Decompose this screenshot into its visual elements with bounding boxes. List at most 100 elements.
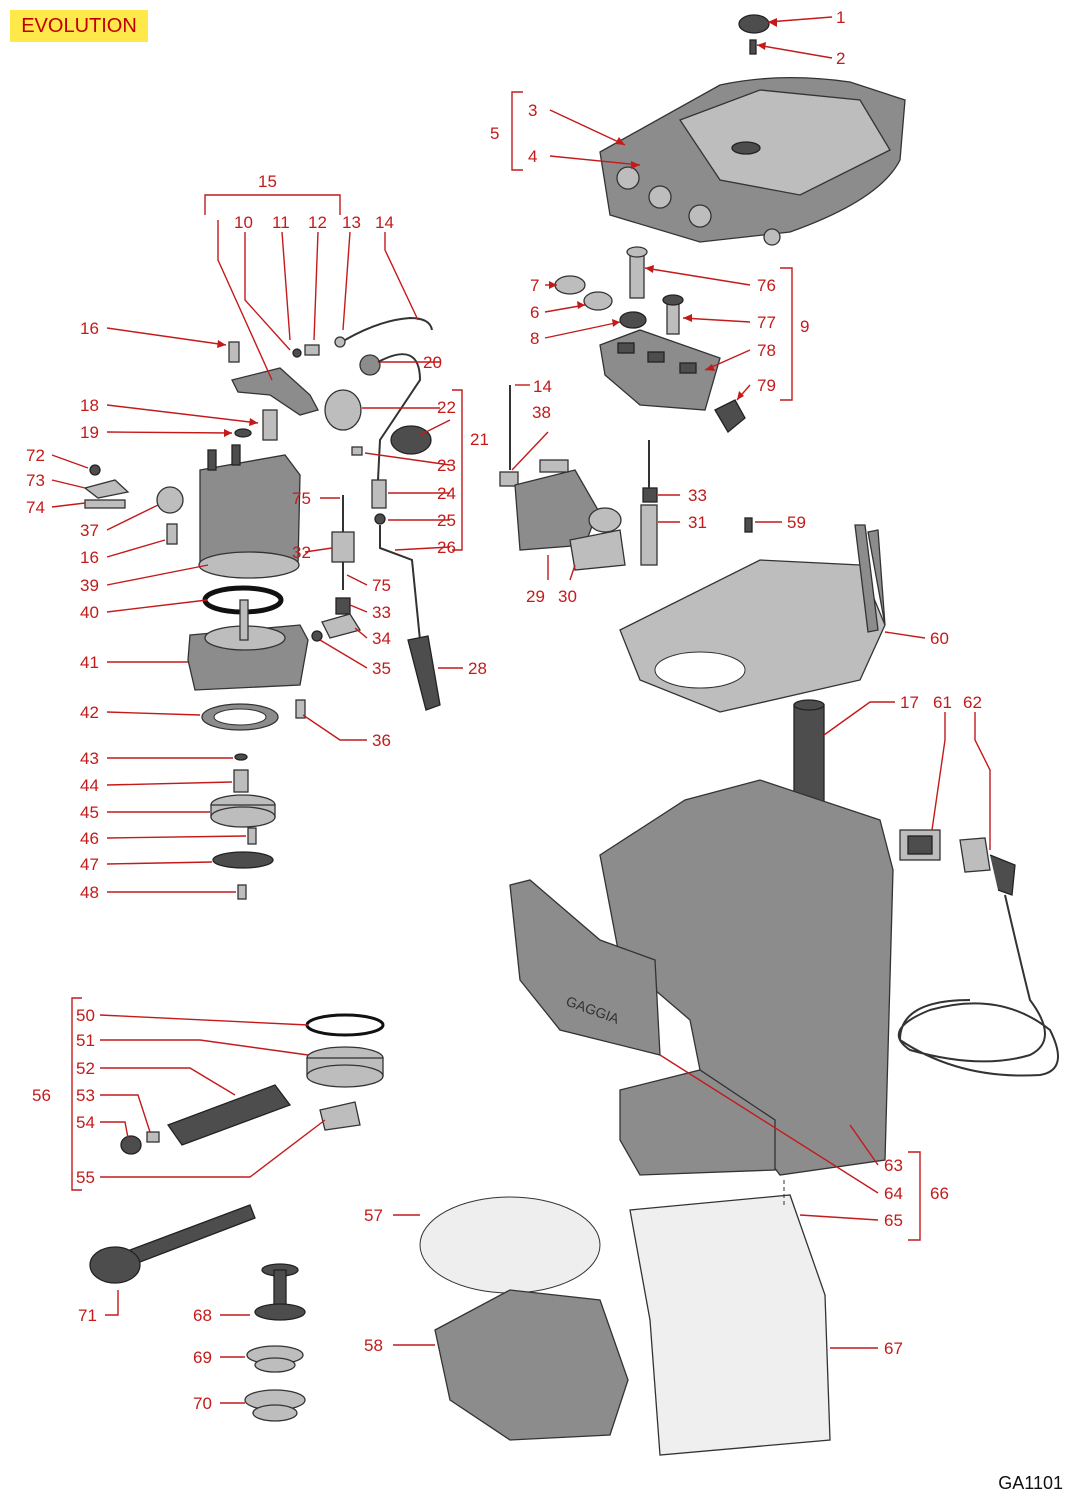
label-10: 10 <box>234 213 253 232</box>
label-61: 61 <box>933 693 952 712</box>
part-42-seal <box>201 703 279 731</box>
label-75b: 75 <box>372 576 391 595</box>
part-74-sensor <box>84 499 126 509</box>
label-67: 67 <box>884 1339 903 1358</box>
label-69: 69 <box>193 1348 212 1367</box>
part-8-button <box>619 311 647 329</box>
label-36: 36 <box>372 731 391 750</box>
label-74: 74 <box>26 498 45 517</box>
part-44-screw <box>233 769 249 793</box>
leader-lines <box>51 16 991 1404</box>
diagram-code: GA1101 <box>998 1473 1063 1493</box>
label-23: 23 <box>437 456 456 475</box>
label-31: 31 <box>688 513 707 532</box>
label-58: 58 <box>364 1336 383 1355</box>
label-9: 9 <box>800 317 809 336</box>
label-11: 11 <box>272 213 290 232</box>
part-6-button <box>583 291 613 311</box>
part-labels: 1 2 3 4 5 6 7 8 9 10 11 12 13 14 14 15 1… <box>26 8 982 1413</box>
label-38: 38 <box>532 403 551 422</box>
label-72: 72 <box>26 446 45 465</box>
label-15: 15 <box>258 172 277 191</box>
part-36-screw <box>295 699 306 719</box>
label-51: 51 <box>76 1031 95 1050</box>
label-54: 54 <box>76 1113 95 1132</box>
part-47-shower <box>212 851 274 869</box>
part-3-top-cover <box>599 77 906 246</box>
label-52: 52 <box>76 1059 95 1078</box>
label-55: 55 <box>76 1168 95 1187</box>
label-5: 5 <box>490 124 499 143</box>
part-7-button <box>554 275 586 295</box>
label-17: 17 <box>900 693 919 712</box>
part-55-spout <box>319 1101 361 1131</box>
label-14b: 14 <box>533 377 552 396</box>
label-12: 12 <box>308 213 327 232</box>
label-76: 76 <box>757 276 776 295</box>
part-28-frothing-nozzle <box>407 635 441 711</box>
label-47: 47 <box>80 855 99 874</box>
label-32: 32 <box>292 543 311 562</box>
label-26: 26 <box>437 538 456 557</box>
part-51-filter-holder <box>306 1046 384 1088</box>
bracket-56 <box>71 997 82 1191</box>
label-37: 37 <box>80 521 99 540</box>
label-33: 33 <box>372 603 391 622</box>
part-37-thermostat <box>156 486 184 514</box>
part-30-bracket <box>569 529 626 571</box>
label-8: 8 <box>530 329 539 348</box>
label-68: 68 <box>193 1306 212 1325</box>
part-57-drip-grid <box>419 1196 601 1294</box>
part-73-clip <box>83 479 130 499</box>
part-20-knob <box>324 389 362 431</box>
part-70-filter <box>244 1389 306 1422</box>
label-43: 43 <box>80 749 99 768</box>
part-18-fitting <box>262 409 278 441</box>
part-63-housing <box>599 779 894 1176</box>
label-60: 60 <box>930 629 949 648</box>
part-19-oring <box>234 428 252 438</box>
part-35-oring <box>311 630 323 642</box>
bracket-66 <box>908 1151 921 1241</box>
part-76-push-rod <box>626 246 648 299</box>
label-7: 7 <box>530 276 539 295</box>
part-11-12-fittings <box>292 336 346 358</box>
label-77: 77 <box>757 313 776 332</box>
label-41: 41 <box>80 653 99 672</box>
part-38-fitting <box>499 471 519 487</box>
label-22: 22 <box>437 398 456 417</box>
part-45-holder <box>210 794 276 828</box>
label-13: 13 <box>342 213 361 232</box>
part-61-switch <box>899 829 941 861</box>
label-4: 4 <box>528 147 537 166</box>
label-62: 62 <box>963 693 982 712</box>
label-2: 2 <box>836 49 845 68</box>
part-33b-fitting <box>642 487 658 503</box>
label-1: 1 <box>836 8 845 27</box>
part-16-screw <box>228 341 240 363</box>
part-64-door <box>509 879 661 1056</box>
part-41-group-head <box>187 599 309 691</box>
label-6: 6 <box>530 303 539 322</box>
part-14-steam-tube <box>344 316 433 341</box>
label-63: 63 <box>884 1156 903 1175</box>
bracket-5 <box>511 91 523 171</box>
label-64: 64 <box>884 1184 903 1203</box>
label-35: 35 <box>372 659 391 678</box>
part-77-push-rod <box>662 294 684 335</box>
bracket-15 <box>204 194 341 215</box>
label-71: 71 <box>78 1306 97 1325</box>
label-65: 65 <box>884 1211 903 1230</box>
part-67-tank <box>629 1194 831 1456</box>
label-66: 66 <box>930 1184 949 1203</box>
part-33-fitting <box>335 597 351 615</box>
part-2-screw <box>749 39 757 55</box>
label-25: 25 <box>437 511 456 530</box>
label-73: 73 <box>26 471 45 490</box>
part-16b-screw <box>166 523 178 545</box>
label-21: 21 <box>470 430 489 449</box>
part-68-tamper <box>254 1263 306 1321</box>
part-31-valve <box>640 440 658 566</box>
label-57: 57 <box>364 1206 383 1225</box>
part-53-screw <box>146 1131 160 1143</box>
